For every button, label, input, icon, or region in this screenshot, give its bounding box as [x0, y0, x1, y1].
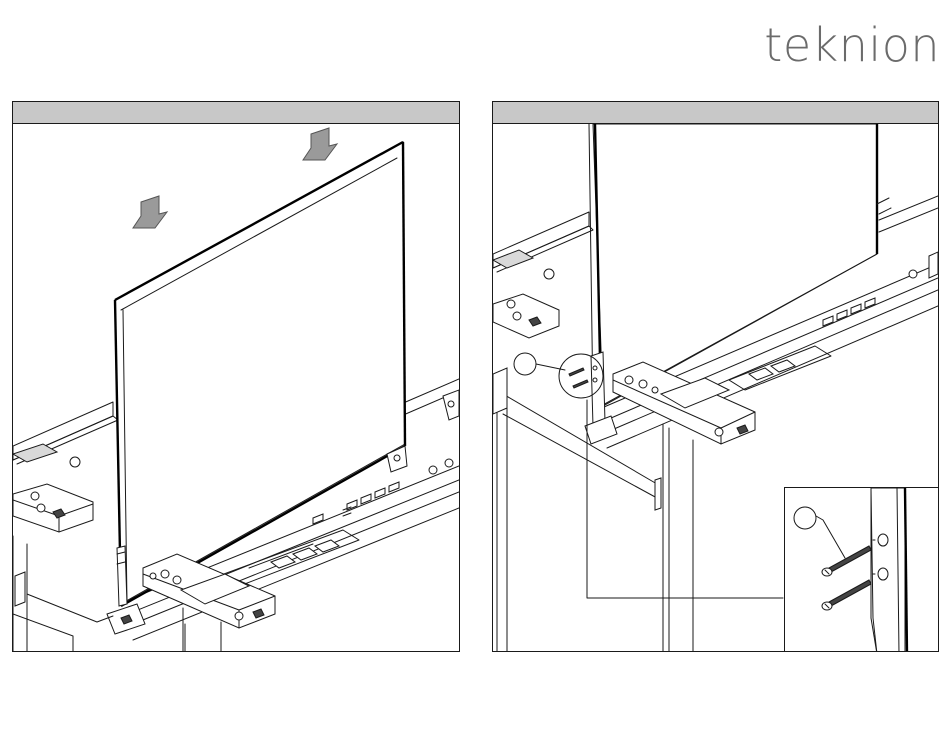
left-leg-bracket [493, 250, 559, 652]
privacy-screen-panel [589, 124, 877, 406]
down-arrow-icon [303, 128, 337, 160]
callout-circle-icon [514, 353, 603, 398]
panel-header-right [493, 102, 938, 124]
callout-circle-icon [794, 507, 845, 558]
brand-logo: teknion [764, 22, 940, 68]
screw-detail-drawing [785, 488, 939, 652]
left-leg-bracket [13, 444, 93, 652]
panel-insertion-illustration [13, 124, 459, 652]
screw-detail-inset [784, 487, 939, 652]
screw-icon [822, 546, 871, 576]
screw-icon [822, 580, 871, 610]
front-leg-base [13, 554, 275, 652]
panel-header-left [13, 102, 459, 124]
cable-tray [729, 346, 831, 390]
assembly-step-panel-left [12, 101, 460, 652]
assembly-step-panel-right [492, 101, 939, 652]
right-edge-bracket [443, 390, 459, 420]
screw-icon [569, 368, 588, 388]
panel-insertion-drawing [13, 124, 459, 652]
front-leg-base [493, 362, 755, 652]
screw-icon [877, 198, 891, 214]
down-arrow-icon [133, 196, 167, 228]
